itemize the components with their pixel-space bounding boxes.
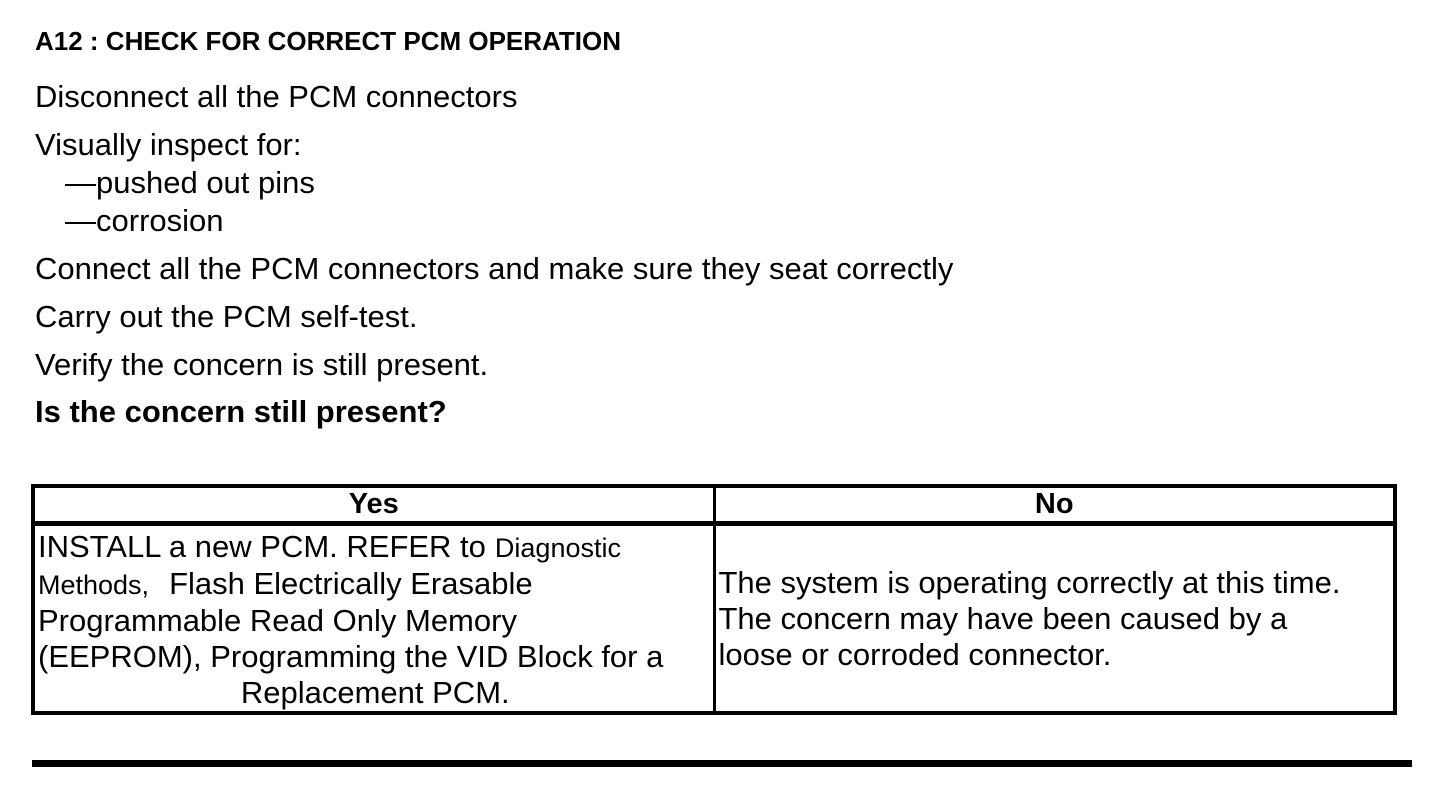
page-bottom-divider	[32, 760, 1412, 767]
question-text: Is the concern still present?	[35, 394, 447, 429]
yes-column-header: Yes	[33, 486, 714, 526]
yes-action-line-3: Programmable Read Only Memory	[38, 603, 517, 638]
instruction-step-1: Disconnect all the PCM connectors	[35, 79, 518, 114]
reference-link-text: Diagnostic	[494, 533, 621, 563]
yes-action-line-5: Replacement PCM.	[240, 675, 510, 710]
page-title: A12 : CHECK FOR CORRECT PCM OPERATION	[35, 26, 621, 56]
instruction-step-5: Verify the concern is still present.	[35, 347, 489, 382]
result-table-header-row: Yes No	[33, 486, 1395, 526]
inspection-item-1: —pushed out pins	[65, 165, 315, 200]
instruction-step-3: Connect all the PCM connectors and make …	[35, 251, 954, 286]
yes-action-line-2: Methods, Flash Electrically Erasable	[38, 566, 713, 603]
result-table-body-row: INSTALL a new PCM. REFER to Diagnostic Me…	[33, 523, 1395, 714]
no-action-line-2: The concern may have been caused by a	[718, 600, 1288, 636]
page-content: A12 : CHECK FOR CORRECT PCM OPERATION Di…	[31, 26, 1397, 715]
no-action-line-1: The system is operating correctly at thi…	[718, 564, 1341, 600]
yes-action-text: Flash Electrically Erasable	[169, 566, 533, 601]
reference-link-text: Methods,	[38, 570, 150, 600]
instruction-step-4: Carry out the PCM self-test.	[35, 299, 418, 334]
yes-action-cell: INSTALL a new PCM. REFER to Diagnostic Me…	[33, 524, 714, 714]
result-table: Yes No INSTALL a new PCM. REFER to Diagno…	[31, 484, 1397, 715]
inspection-item-2: —corrosion	[65, 203, 224, 238]
instruction-step-2: Visually inspect for:	[35, 127, 302, 162]
no-action-cell: The system is operating correctly at thi…	[712, 523, 1395, 713]
yes-action-text: INSTALL a new PCM. REFER to	[38, 529, 486, 564]
no-action-line-3: loose or corroded connector.	[718, 636, 1112, 672]
no-column-header: No	[712, 486, 1395, 526]
yes-action-line-1: INSTALL a new PCM. REFER to Diagnostic	[38, 529, 713, 566]
yes-action-line-4: (EEPROM), Programming the VID Block for …	[38, 639, 664, 674]
